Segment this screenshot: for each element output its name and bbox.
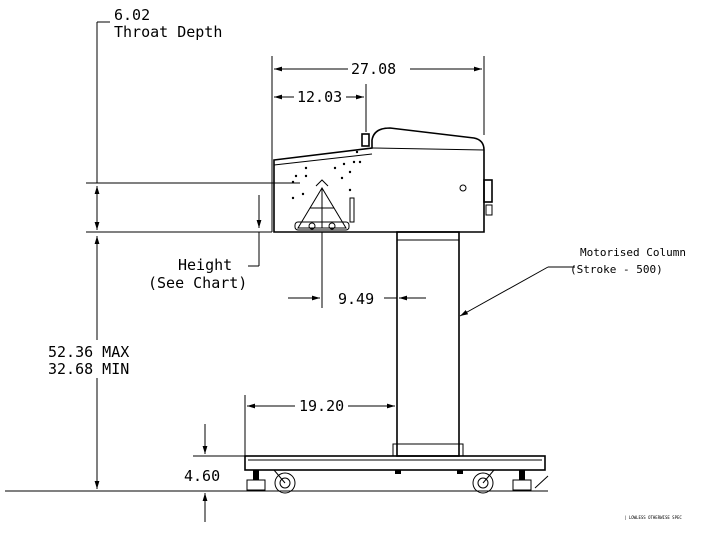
machine-head: [273, 127, 493, 233]
throat-depth-dimension: [86, 21, 300, 230]
overall-height-dimension: [86, 231, 248, 489]
overall-width-value: 27.08: [351, 60, 396, 78]
machine-base: [244, 455, 549, 494]
overall-width-dimension: [271, 56, 485, 232]
fine-print: | LOWLESS OTHERWISE SPEC: [624, 515, 682, 520]
column-offset-dimension: [288, 232, 426, 308]
callout-line-2: (Stroke - 500): [570, 263, 663, 276]
throat-depth-value: 6.02: [114, 6, 150, 24]
base-offset-value: 19.20: [299, 397, 344, 415]
head-width-value: 12.03: [297, 88, 342, 106]
base-height-value: 4.60: [184, 467, 220, 485]
height-leader: [248, 195, 272, 267]
base-offset-dimension: [244, 395, 395, 456]
height-see-chart: (See Chart): [148, 274, 247, 292]
callout-line-1: Motorised Column: [580, 246, 686, 259]
throat-depth-label: Throat Depth: [114, 23, 222, 41]
height-label: Height: [178, 256, 232, 274]
min-height-value: 32.68 MIN: [48, 360, 129, 378]
column-callout-leader: [459, 266, 575, 317]
column-offset-value: 9.49: [338, 290, 374, 308]
max-height-value: 52.36 MAX: [48, 343, 129, 361]
head-width-dimension: [274, 84, 367, 132]
base-height-dimension: [193, 424, 245, 522]
motorised-column: [392, 231, 464, 457]
